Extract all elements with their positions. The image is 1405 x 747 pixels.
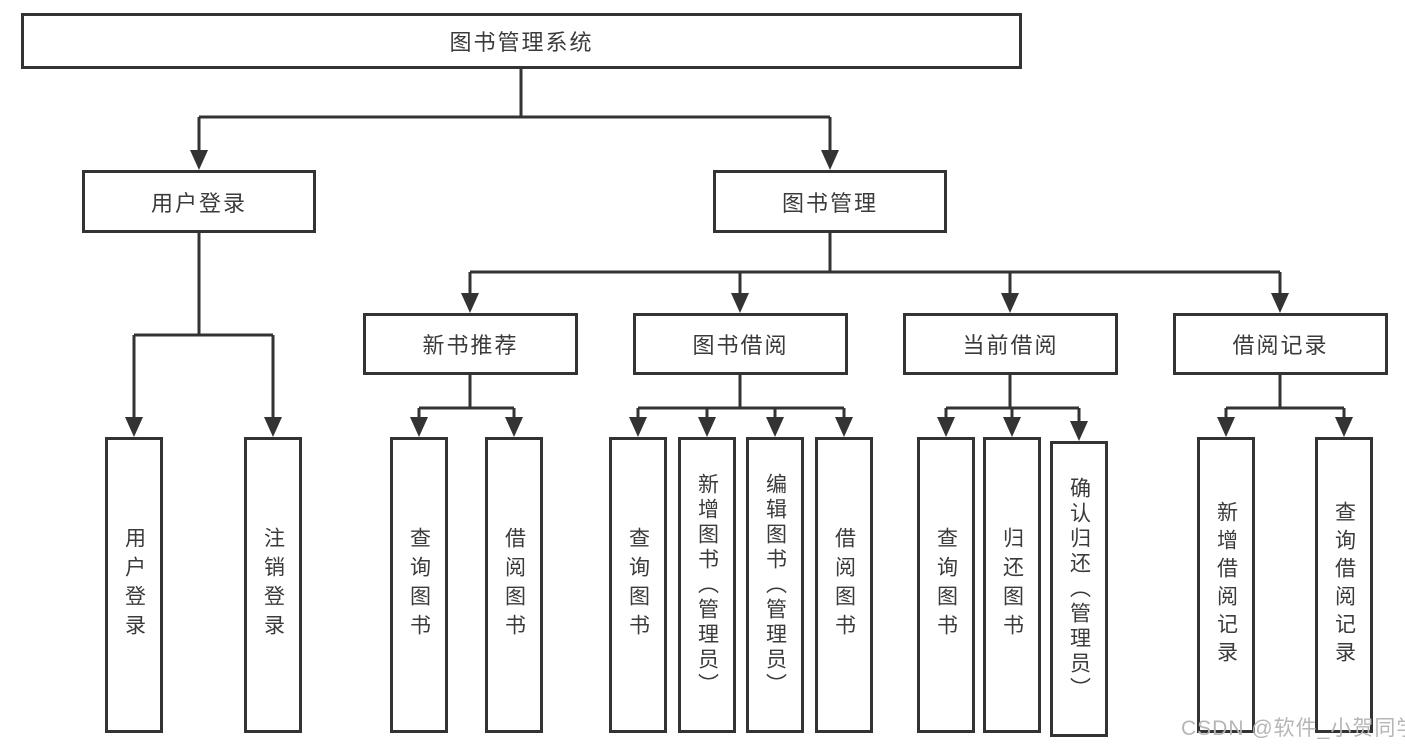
node-newbook-query-book-label: 查询图书 bbox=[407, 527, 431, 643]
node-logout: 注销登录 bbox=[244, 437, 302, 733]
node-borrow-records: 借阅记录 bbox=[1173, 313, 1388, 375]
node-user-login-action-label: 用户登录 bbox=[122, 527, 146, 643]
node-newbook-borrow-book: 借阅图书 bbox=[485, 437, 543, 733]
node-borrow-edit-book-admin: 编辑图书（管理员） bbox=[746, 437, 804, 733]
node-borrow-add-book-admin-label: 新增图书（管理员） bbox=[695, 472, 719, 698]
node-current-query-book: 查询图书 bbox=[917, 437, 975, 733]
node-new-book-recommend: 新书推荐 bbox=[363, 313, 578, 375]
node-newbook-query-book: 查询图书 bbox=[390, 437, 448, 733]
node-borrow-borrow-book-label: 借阅图书 bbox=[832, 527, 856, 643]
node-book-borrow: 图书借阅 bbox=[633, 313, 848, 375]
node-newbook-borrow-book-label: 借阅图书 bbox=[502, 527, 526, 643]
node-records-query-record-label: 查询借阅记录 bbox=[1332, 501, 1356, 669]
node-current-borrow: 当前借阅 bbox=[903, 313, 1118, 375]
node-logout-label: 注销登录 bbox=[261, 527, 285, 643]
node-borrow-query-book: 查询图书 bbox=[609, 437, 667, 733]
arrowheads bbox=[125, 150, 1353, 441]
node-new-book-recommend-label: 新书推荐 bbox=[422, 333, 519, 358]
node-current-borrow-label: 当前借阅 bbox=[962, 333, 1059, 358]
node-current-confirm-return-admin-label: 确认归还（管理员） bbox=[1067, 476, 1091, 702]
node-current-return-book: 归还图书 bbox=[983, 437, 1041, 733]
node-book-management-label: 图书管理 bbox=[781, 190, 878, 216]
node-root-label: 图书管理系统 bbox=[449, 30, 594, 55]
node-user-login-label: 用户登录 bbox=[150, 190, 247, 216]
node-current-confirm-return-admin: 确认归还（管理员） bbox=[1050, 441, 1108, 737]
node-book-management: 图书管理 bbox=[713, 170, 947, 233]
node-current-query-book-label: 查询图书 bbox=[934, 527, 958, 643]
node-borrow-records-label: 借阅记录 bbox=[1232, 333, 1329, 358]
node-current-return-book-label: 归还图书 bbox=[1000, 527, 1024, 643]
node-root: 图书管理系统 bbox=[21, 13, 1022, 69]
node-records-add-record-label: 新增借阅记录 bbox=[1214, 501, 1238, 669]
csdn-watermark: CSDN @软件_小贺同学 bbox=[1181, 717, 1405, 740]
node-book-borrow-label: 图书借阅 bbox=[692, 333, 789, 358]
node-borrow-add-book-admin: 新增图书（管理员） bbox=[678, 437, 736, 733]
node-user-login-action: 用户登录 bbox=[105, 437, 163, 733]
node-user-login: 用户登录 bbox=[82, 170, 316, 233]
node-records-add-record: 新增借阅记录 bbox=[1197, 437, 1255, 733]
node-borrow-query-book-label: 查询图书 bbox=[626, 527, 650, 643]
node-borrow-edit-book-admin-label: 编辑图书（管理员） bbox=[763, 472, 787, 698]
node-borrow-borrow-book: 借阅图书 bbox=[815, 437, 873, 733]
node-records-query-record: 查询借阅记录 bbox=[1315, 437, 1373, 733]
